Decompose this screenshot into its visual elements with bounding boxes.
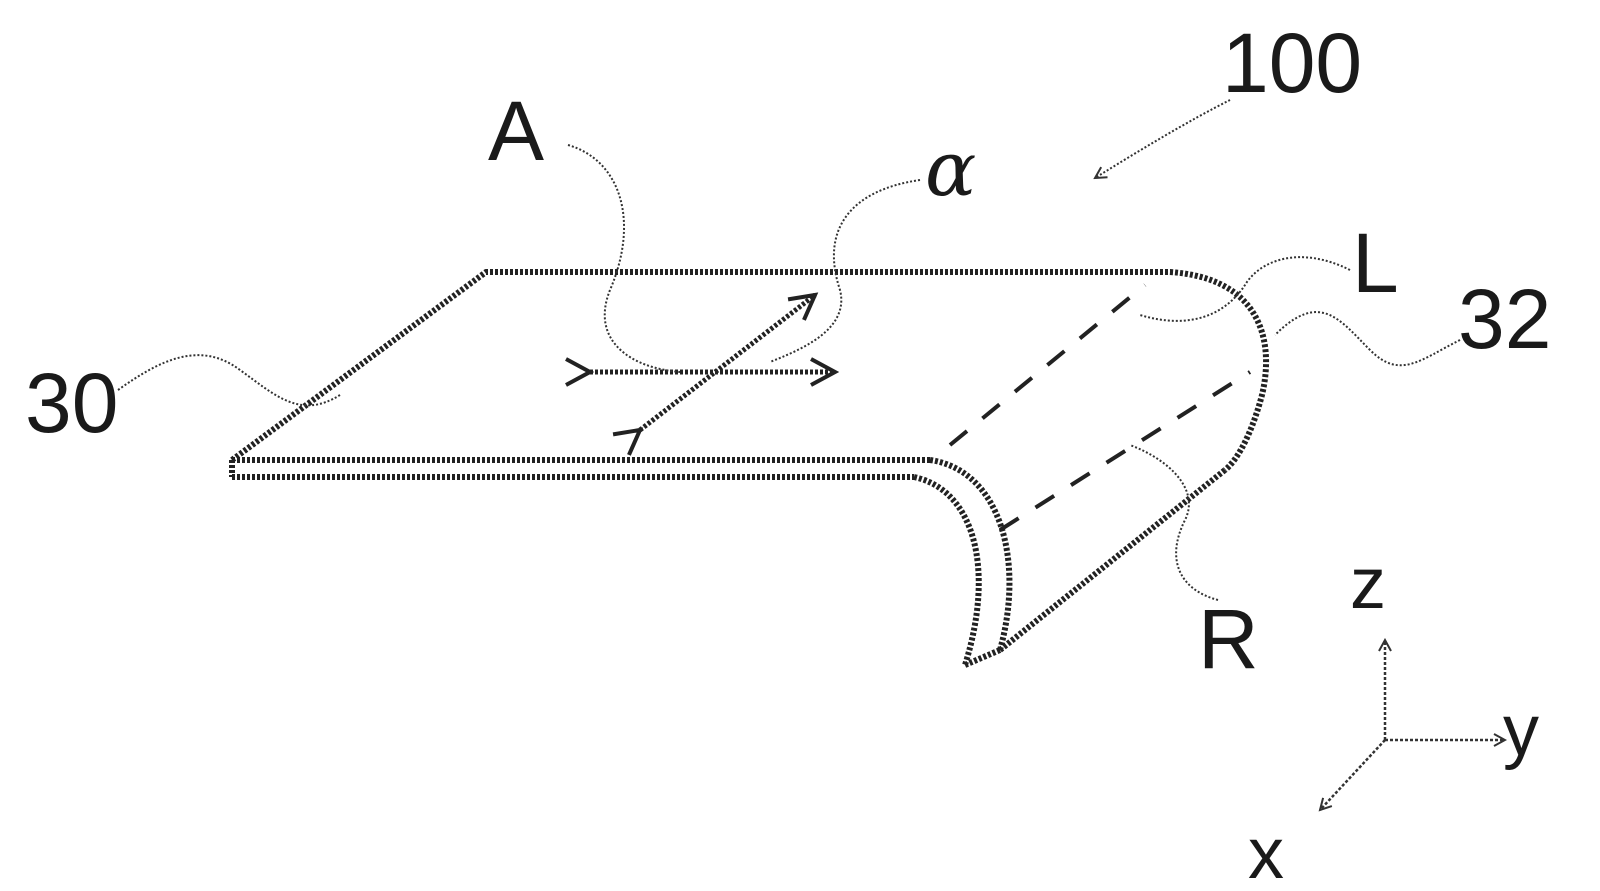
sheet-outline [229, 269, 1270, 668]
bent-outer-edge [998, 467, 1227, 653]
x-axis [1320, 739, 1386, 810]
bend-tip [963, 647, 1002, 668]
label-L: L [1352, 216, 1399, 310]
label-32: 32 [1458, 272, 1551, 366]
sheet-top-edge [230, 269, 1270, 473]
bend-outer-arc [913, 474, 982, 666]
coordinate-axes [1320, 640, 1505, 810]
leader-32 [1274, 311, 1461, 367]
direction-arrow-alpha [640, 295, 815, 430]
axis-label-y: y [1503, 691, 1539, 771]
bend-line-lower [998, 370, 1252, 532]
leader-A [567, 144, 681, 373]
bend-inner-arc [929, 457, 1013, 651]
label-30: 30 [25, 356, 118, 450]
bend-line-upper [948, 283, 1147, 447]
axis-label-x: x [1248, 814, 1284, 886]
label-R: R [1198, 592, 1259, 686]
leader-L [1139, 256, 1351, 322]
leader-100 [1095, 99, 1231, 178]
leader-R [1129, 444, 1219, 601]
leader-alpha [769, 179, 921, 363]
label-alpha: α [925, 124, 976, 213]
axis-label-z: z [1350, 544, 1386, 624]
label-A: A [488, 84, 544, 178]
leader-30 [117, 354, 341, 407]
label-100: 100 [1222, 16, 1362, 110]
